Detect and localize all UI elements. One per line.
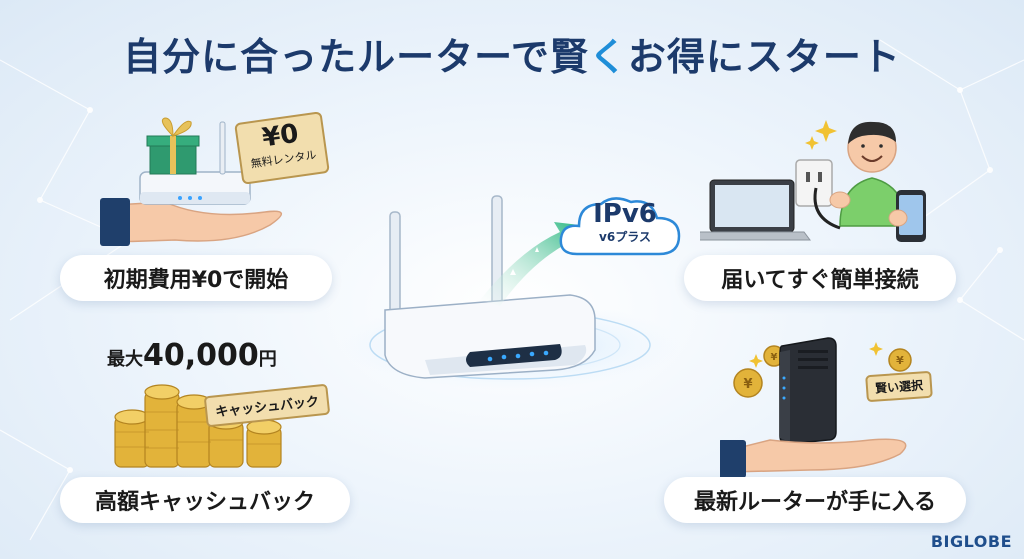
title-accent-char: く — [588, 35, 628, 79]
feature-latest-router: 最新ルーターが手に入る — [664, 477, 966, 523]
svg-text:¥: ¥ — [771, 352, 778, 363]
feature-easy-connect-label: 届いてすぐ簡単接続 — [721, 268, 919, 293]
router-gift-hand-illustration — [100, 117, 282, 246]
price-tag-zero: ¥0 無料レンタル — [234, 111, 330, 185]
ipv6-label: IPv6 — [593, 199, 657, 229]
smart-choice-tag-label: 賢い選択 — [874, 378, 924, 396]
brand-logo: BIGLOBE — [930, 532, 1012, 551]
feature-initial-cost: 初期費用¥0で開始 — [60, 255, 332, 301]
feature-easy-connect: 届いてすぐ簡単接続 — [684, 255, 956, 301]
feature-initial-cost-label: 初期費用¥0で開始 — [103, 268, 289, 293]
cloud-shape — [559, 197, 681, 256]
title-part-1: 自分に合ったルーターで賢 — [123, 35, 589, 79]
cashback-unit: 円 — [258, 349, 277, 370]
feature-latest-router-label: 最新ルーターが手に入る — [693, 490, 936, 515]
smart-choice-tag: 賢い選択 — [865, 370, 933, 403]
new-router-hand-illustration: ¥ ¥ ¥ — [720, 337, 912, 478]
gold-coins-illustration — [114, 384, 282, 468]
cashback-prefix: 最大 — [107, 349, 143, 370]
ipv6-cloud-text: IPv6 v6プラス — [580, 200, 670, 245]
cashback-tag-label: キャッシュバック — [214, 394, 320, 421]
svg-text:¥: ¥ — [896, 354, 904, 367]
v6plus-label: v6プラス — [599, 230, 651, 244]
feature-cashback: 高額キャッシュバック — [60, 477, 350, 523]
feature-cashback-label: 高額キャッシュバック — [94, 490, 315, 515]
cashback-number: 40,000 — [143, 338, 259, 373]
max-cashback-amount: 最大40,000円 — [107, 338, 277, 373]
title-part-2: お得にスタート — [627, 35, 901, 79]
person-connecting-illustration — [700, 120, 926, 242]
page-title: 自分に合ったルーターで賢くお得にスタート — [0, 26, 1024, 81]
svg-text:¥: ¥ — [743, 377, 752, 392]
